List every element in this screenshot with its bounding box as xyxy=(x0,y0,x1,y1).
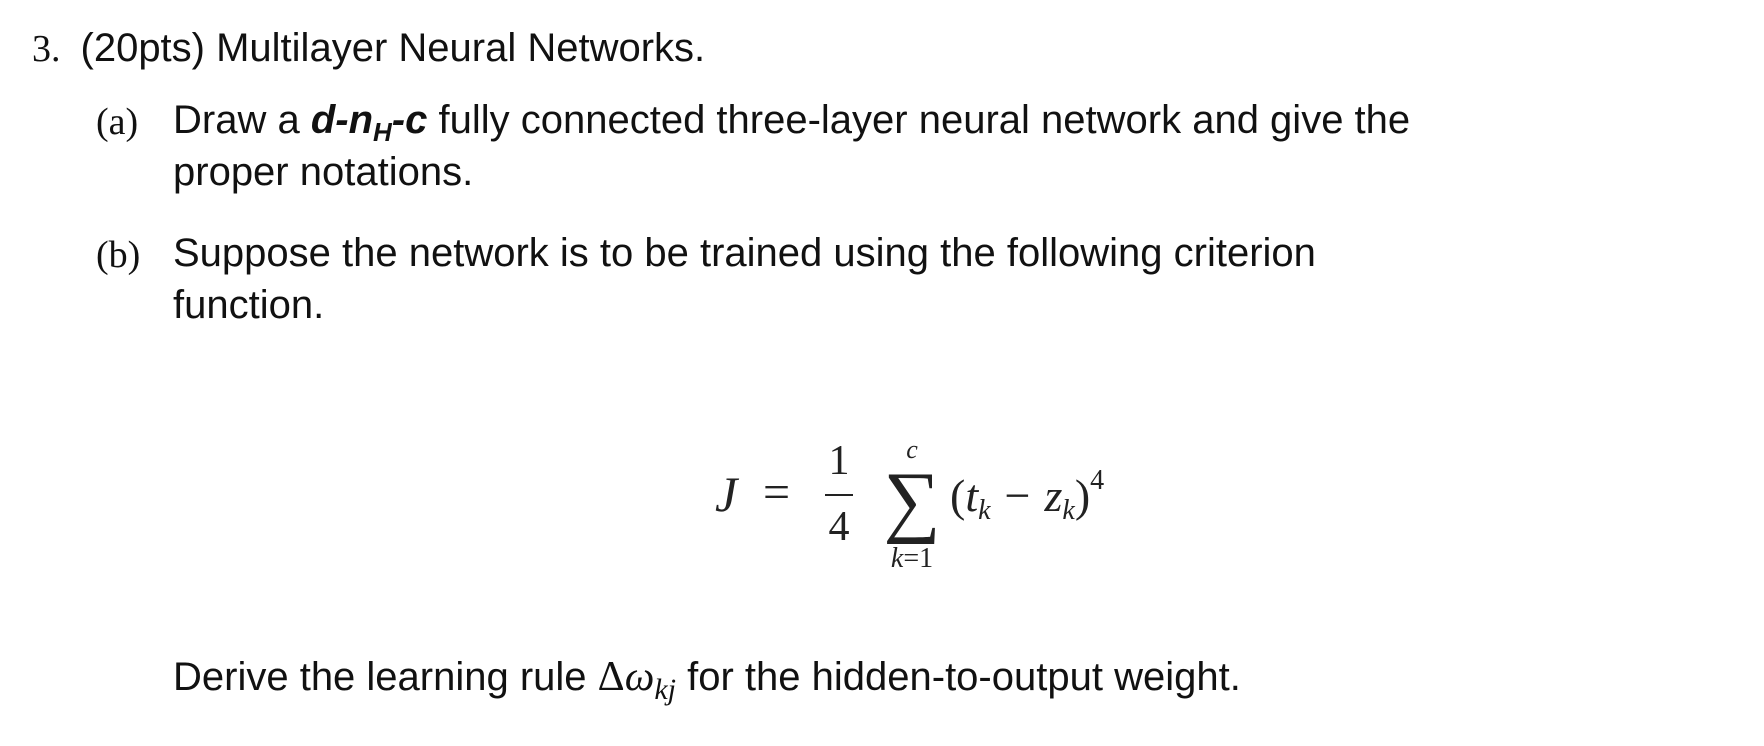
derive-prefix: Derive the learning rule xyxy=(173,655,598,699)
part-a-label: (a) xyxy=(96,101,139,143)
part-a-line-1: Draw a d-nH-c fully connected three-laye… xyxy=(173,98,1410,148)
minus-sign: − xyxy=(1004,470,1031,521)
output-subscript: k xyxy=(1062,495,1075,526)
sum-lower-rest: =1 xyxy=(903,543,934,574)
sum-lower-limit: k=1 xyxy=(867,543,957,575)
sum-body: (tk−zk)4 xyxy=(950,465,1104,527)
derive-instruction: Derive the learning rule Δωkj for the hi… xyxy=(173,653,1241,707)
part-b-label: (b) xyxy=(96,234,141,276)
sum-upper-limit: c xyxy=(906,435,918,464)
summation: c ∑ k=1 xyxy=(867,435,957,585)
notation-d-n: d-n xyxy=(310,98,373,142)
part-a-line-2: proper notations. xyxy=(173,150,474,194)
learning-rule-symbol: Δωkj xyxy=(597,654,676,706)
omega-symbol: ω xyxy=(624,654,655,700)
part-b-line-2: function. xyxy=(173,283,325,327)
derive-suffix: for the hidden-to-output weight. xyxy=(676,655,1241,699)
close-paren: ) xyxy=(1074,470,1091,521)
part-a-suffix: fully connected three-layer neural netwo… xyxy=(427,98,1411,142)
target-subscript: k xyxy=(978,495,991,526)
exponent: 4 xyxy=(1090,465,1105,496)
notation-c: -c xyxy=(391,98,428,142)
notation-subscript-h: H xyxy=(373,117,392,147)
fraction-numerator: 1 xyxy=(828,438,850,484)
part-b-line-1: Suppose the network is to be trained usi… xyxy=(173,231,1316,275)
question-title-text: (20pts) Multilayer Neural Networks. xyxy=(80,26,706,70)
question-number: 3. xyxy=(32,28,61,70)
fraction-denominator: 4 xyxy=(828,504,850,550)
delta-symbol: Δ xyxy=(597,654,625,700)
sum-lower-var: k xyxy=(890,543,904,574)
target-t: t xyxy=(965,470,979,521)
output-z: z xyxy=(1044,470,1063,521)
open-paren: ( xyxy=(950,470,966,521)
weight-subscript: kj xyxy=(654,673,676,706)
criterion-equation: J = 1 4 c ∑ k=1 (tk−zk)4 xyxy=(715,415,1195,585)
equation-lhs: J xyxy=(715,466,738,522)
equation-fraction: 1 4 xyxy=(819,415,859,555)
fraction-bar xyxy=(825,494,853,496)
sum-sign: ∑ xyxy=(883,457,941,545)
question-title: 3. (20pts) Multilayer Neural Networks. xyxy=(32,28,705,68)
equation-equals: = xyxy=(763,466,791,519)
part-a-prefix: Draw a xyxy=(173,98,311,142)
